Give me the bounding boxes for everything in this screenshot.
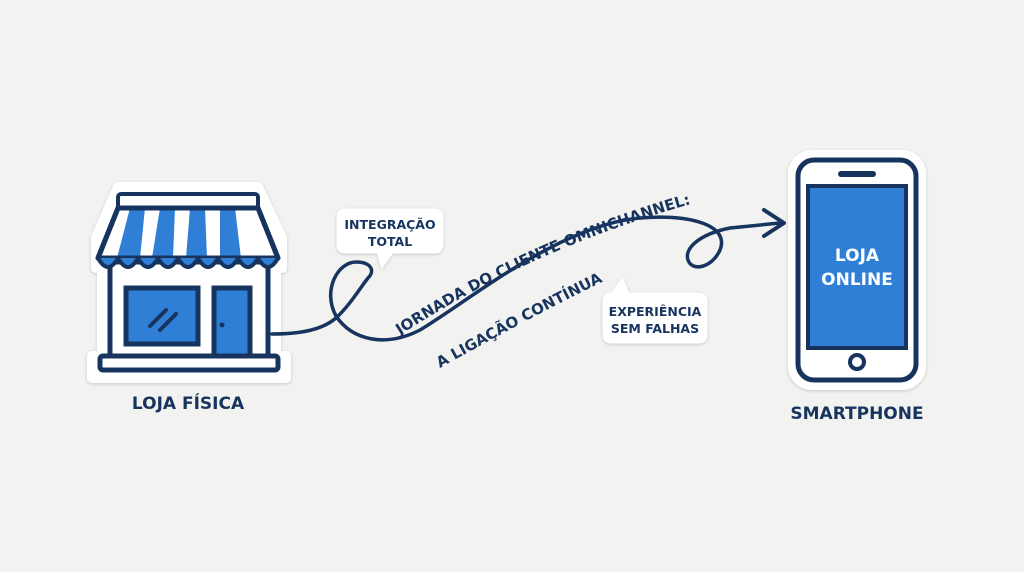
- smartphone-icon: [788, 150, 926, 390]
- phone-screen-line2: ONLINE: [821, 270, 893, 290]
- speech-bubble-experiencia: EXPERIÊNCIA SEM FALHAS: [602, 276, 708, 344]
- arrow-head-icon: [762, 208, 786, 238]
- bubble-experiencia-line2: SEM FALHAS: [611, 321, 699, 336]
- bubble-integracao-line2: TOTAL: [368, 234, 412, 249]
- journey-line: [270, 215, 782, 342]
- phone-label: SMARTPHONE: [790, 404, 923, 424]
- phone-screen-line1: LOJA: [835, 246, 880, 266]
- store-label: LOJA FÍSICA: [132, 392, 245, 414]
- speech-bubble-icon: [336, 208, 444, 270]
- bubble-experiencia-line1: EXPERIÊNCIA: [609, 304, 702, 319]
- storefront-icon: [87, 182, 291, 383]
- speech-bubble-icon: [602, 276, 708, 344]
- speech-bubble-integracao: INTEGRAÇÃO TOTAL: [336, 208, 444, 270]
- bubble-integracao-line1: INTEGRAÇÃO: [344, 217, 435, 232]
